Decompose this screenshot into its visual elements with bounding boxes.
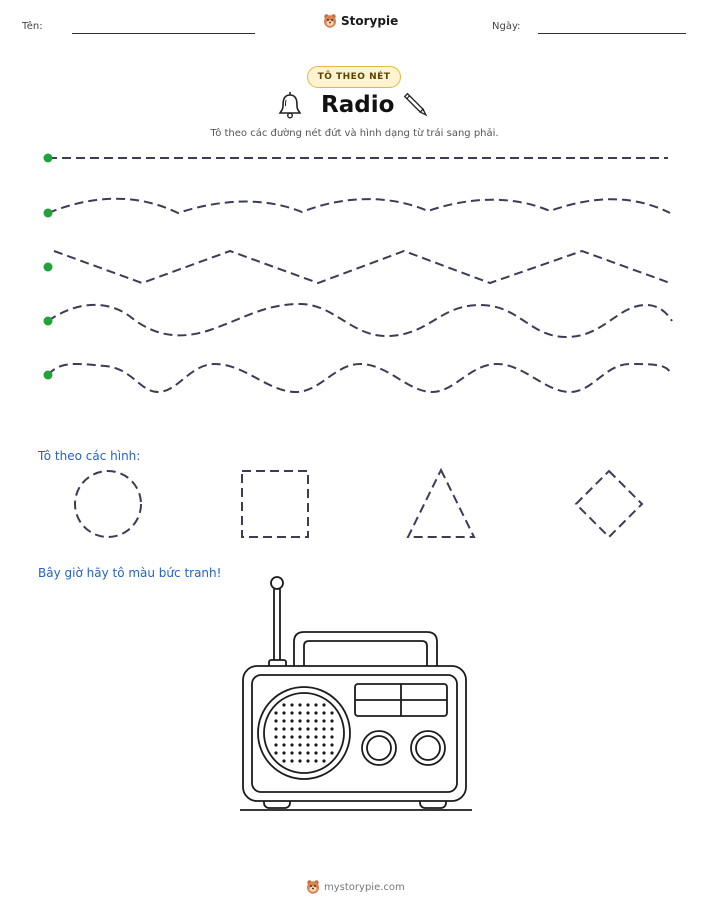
speaker-dot <box>322 711 326 715</box>
speaker-dot <box>322 727 326 731</box>
speaker-dot <box>274 711 278 715</box>
speaker-dot <box>274 735 278 739</box>
speaker-dot <box>314 719 318 723</box>
name-line <box>72 33 255 34</box>
speaker-dot <box>282 703 286 707</box>
speaker-dot <box>290 711 294 715</box>
shapes-heading: Tô theo các hình: <box>38 449 141 463</box>
speaker-dot <box>322 759 326 763</box>
speaker-dot <box>298 751 302 755</box>
speaker-dot <box>290 743 294 747</box>
speaker-dot <box>314 727 318 731</box>
speaker-dot <box>282 743 286 747</box>
speaker-dot <box>306 759 310 763</box>
speaker-dot <box>298 711 302 715</box>
storypie-mascot-icon <box>324 14 336 28</box>
speaker-dot <box>274 751 278 755</box>
speaker-dot <box>314 711 318 715</box>
tracing-shape-diamond[interactable] <box>574 469 644 539</box>
speaker-dot <box>290 759 294 763</box>
speaker-dot <box>314 703 318 707</box>
date-line <box>538 33 686 34</box>
speaker-dot <box>298 735 302 739</box>
speaker-dot <box>322 703 326 707</box>
tracing-shape-circle[interactable] <box>74 470 142 538</box>
footer: mystorypie.com <box>306 879 405 895</box>
speaker-dot <box>330 727 334 731</box>
speaker-dot <box>282 719 286 723</box>
brand-logo: Storypie <box>323 13 398 29</box>
start-dot <box>43 208 53 218</box>
speaker-dot <box>282 711 286 715</box>
bell-icon <box>278 92 302 119</box>
tracing-line-wave[interactable] <box>47 302 673 339</box>
speaker-dot <box>306 719 310 723</box>
speaker-dot <box>274 719 278 723</box>
speaker-dot <box>314 759 318 763</box>
speaker-dot <box>306 751 310 755</box>
speaker-dot <box>306 727 310 731</box>
shapes-row <box>74 467 644 539</box>
speaker-dot <box>282 759 286 763</box>
tracing-line-deep-wave[interactable] <box>47 362 671 394</box>
radio-picture[interactable] <box>230 570 480 815</box>
speaker-dot <box>298 719 302 723</box>
speaker-dot <box>330 743 334 747</box>
tracing-lines <box>43 153 673 394</box>
speaker-dot <box>282 751 286 755</box>
speaker-dot <box>314 743 318 747</box>
tracing-shape-triangle[interactable] <box>406 467 476 538</box>
worksheet-type-badge: TÔ THEO NÉT <box>307 66 401 88</box>
speaker-dot <box>306 743 310 747</box>
speaker-dot <box>330 735 334 739</box>
speaker-dot <box>290 719 294 723</box>
tracing-line-zigzag[interactable] <box>53 249 671 285</box>
speaker-dot <box>274 727 278 731</box>
speaker-dot <box>322 719 326 723</box>
speaker-dot <box>330 711 334 715</box>
speaker-dot <box>322 743 326 747</box>
speaker-dot <box>314 751 318 755</box>
start-dot <box>43 153 53 163</box>
speaker-dot <box>322 751 326 755</box>
start-dot <box>43 370 53 380</box>
coloring-heading: Bây giờ hãy tô màu bức tranh! <box>38 566 222 580</box>
speaker-dot <box>330 751 334 755</box>
speaker-dot <box>290 735 294 739</box>
start-dot <box>43 316 53 326</box>
speaker-dot <box>290 751 294 755</box>
speaker-dot <box>330 719 334 723</box>
worksheet-title: Radio <box>321 92 395 118</box>
speaker-dot <box>306 711 310 715</box>
speaker-dot <box>298 743 302 747</box>
speaker-dot <box>282 735 286 739</box>
date-label: Ngày: <box>492 21 521 32</box>
footer-website[interactable]: mystorypie.com <box>324 881 405 893</box>
speaker-dot <box>298 703 302 707</box>
storypie-mascot-icon <box>307 880 319 894</box>
start-dot <box>43 262 53 272</box>
tracing-line-gentle-wave[interactable] <box>47 197 671 215</box>
speaker-dot <box>322 735 326 739</box>
speaker-dot <box>298 759 302 763</box>
name-label: Tên: <box>22 21 43 32</box>
pencil-icon <box>403 92 428 117</box>
instructions-text: Tô theo các đường nét đứt và hình dạng t… <box>210 128 499 139</box>
tracing-shape-square[interactable] <box>241 470 309 538</box>
brand-name: Storypie <box>341 14 399 28</box>
speaker-dot <box>298 727 302 731</box>
speaker-dot <box>314 735 318 739</box>
speaker-dot <box>290 727 294 731</box>
speaker-dot <box>306 703 310 707</box>
speaker-dot <box>306 735 310 739</box>
speaker-dot <box>282 727 286 731</box>
speaker-dot <box>290 703 294 707</box>
speaker-dot <box>274 743 278 747</box>
